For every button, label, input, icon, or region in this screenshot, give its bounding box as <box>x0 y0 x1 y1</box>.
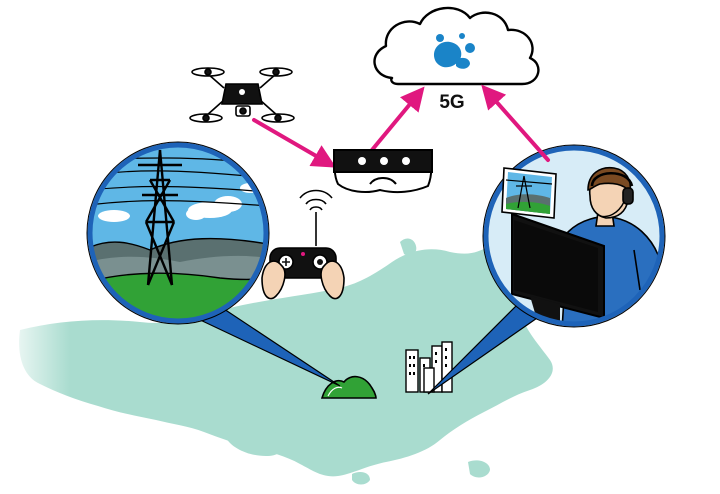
remote-controller-icon <box>261 189 345 300</box>
cloud-icon <box>373 6 540 86</box>
cloud-logo-icon <box>433 33 475 69</box>
hill-icon <box>320 375 377 399</box>
arrow-drone-to-headset <box>252 118 337 168</box>
arrow-operator-to-cloud <box>481 84 550 162</box>
vr-headset-icon <box>333 149 433 194</box>
operator-scene <box>482 144 666 328</box>
drone-icon <box>189 67 295 123</box>
transmission-tower-icon <box>138 149 182 286</box>
data-flow-arrows <box>252 84 550 168</box>
video-feed-panel <box>501 167 557 219</box>
buildings-icon <box>405 341 453 393</box>
arrow-headset-to-cloud <box>370 86 425 152</box>
network-label: 5G <box>439 92 464 113</box>
